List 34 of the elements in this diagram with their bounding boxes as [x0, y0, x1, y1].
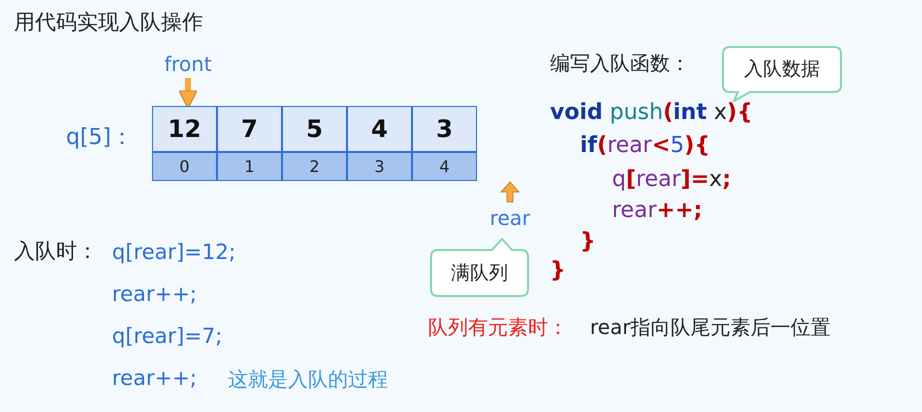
arrow: [500, 181, 520, 202]
note-text: rear指向队尾元素后一位置: [590, 314, 831, 341]
bubble-text: 满队列: [450, 261, 509, 286]
array-cell: 3: [412, 106, 477, 152]
code-line: void push(int x){: [550, 100, 753, 125]
bubble-text: 入队数据: [743, 57, 821, 82]
note-text: 这就是入队的过程: [228, 366, 388, 393]
array-cell: 5: [282, 106, 347, 152]
pointer-label: front: [160, 50, 216, 78]
array-name: q[5]：: [66, 124, 134, 152]
speech-bubble: [722, 46, 842, 102]
code-line: rear++;: [612, 198, 702, 223]
title: 用代码实现入队操作: [14, 9, 203, 36]
code-line: }: [580, 229, 596, 254]
pointer-label: rear: [486, 204, 534, 232]
index-cell: 0: [152, 152, 217, 181]
note-heading: 队列有元素时：: [428, 314, 568, 341]
heading-text: 入队时：: [14, 238, 98, 265]
heading-text: 编写入队函数：: [550, 50, 690, 77]
code-line: if(rear<5){: [580, 133, 710, 158]
array-cell: 7: [217, 106, 282, 152]
array-cell: 4: [347, 106, 412, 152]
array-cell: 12: [152, 106, 217, 152]
code-line: rear++;: [112, 282, 197, 306]
code-line: q[rear]=7;: [112, 324, 222, 348]
speech-bubble: [430, 238, 529, 297]
code-line: rear++;: [112, 366, 197, 390]
code-line: q[rear]=12;: [112, 240, 236, 264]
index-cell: 1: [217, 152, 282, 181]
code-line: }: [550, 258, 566, 283]
code-line: q[rear]=x;: [612, 167, 731, 192]
index-cell: 4: [412, 152, 477, 181]
index-cell: 3: [347, 152, 412, 181]
index-cell: 2: [282, 152, 347, 181]
